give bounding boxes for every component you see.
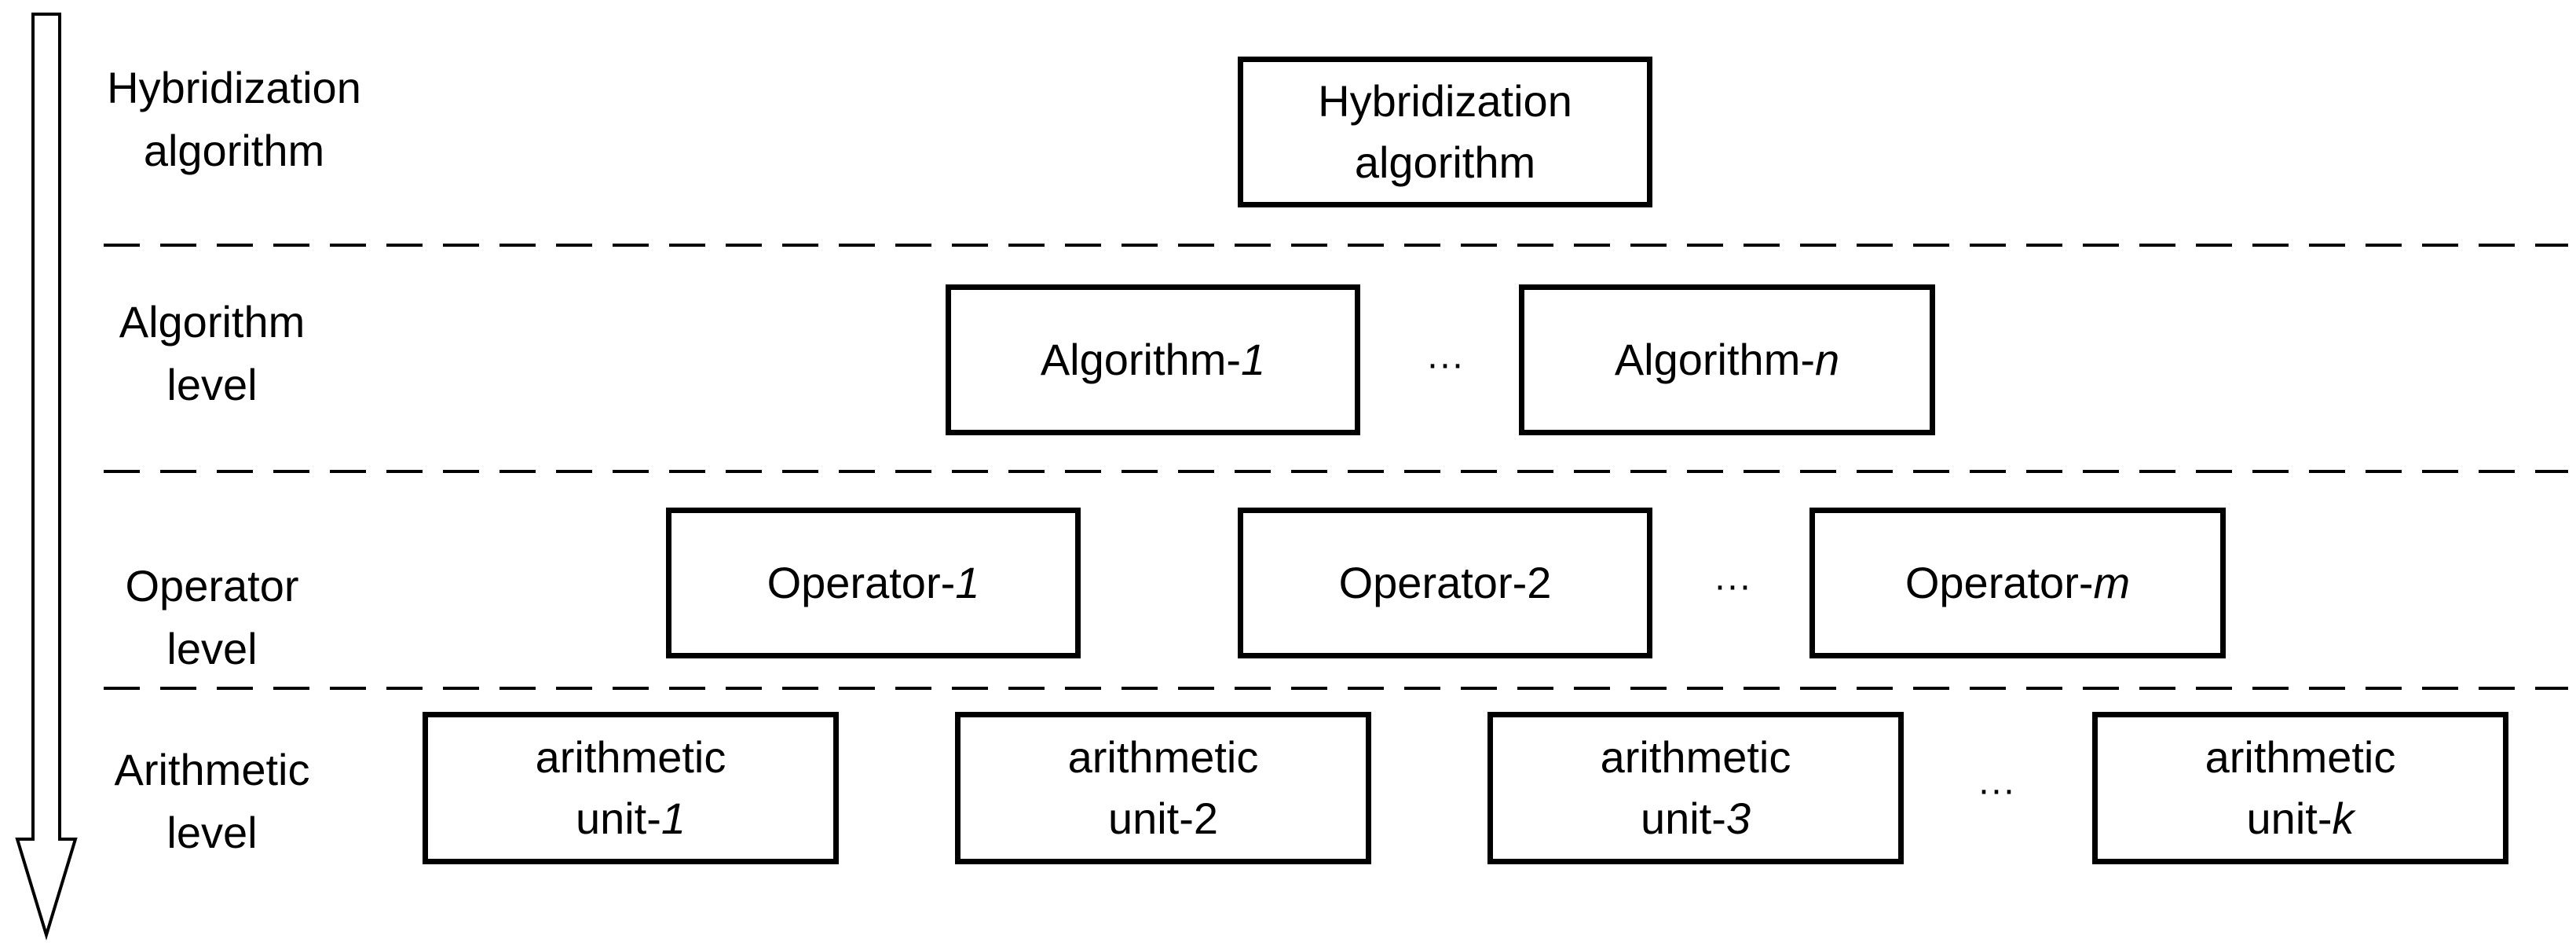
box-label-prefix: unit- <box>2246 794 2333 843</box>
box-label-index: 3 <box>1725 794 1751 843</box>
operator-1-box: Operator-1 <box>666 508 1081 658</box>
box-label: Operator-m <box>1905 552 2130 614</box>
box-label-index: 1 <box>955 558 980 607</box>
box-label: Algorithm-n <box>1615 329 1839 390</box>
box-line1: arithmetic <box>1600 732 1791 782</box>
box-label-prefix: Operator-2 <box>1338 558 1552 607</box>
level-label-line2: level <box>166 808 258 857</box>
level-label-line1: Hybridization <box>107 63 361 112</box>
box-label: Algorithm-1 <box>1041 329 1265 390</box>
level-label-line1: Algorithm <box>119 297 306 346</box>
box-line2: unit-1 <box>576 788 686 849</box>
level-label-operator: Operator level <box>31 555 393 680</box>
box-label-prefix: Algorithm- <box>1614 335 1815 384</box>
box-line1: Hybridization <box>1318 76 1572 126</box>
operator-m-box: Operator-m <box>1809 508 2226 658</box>
box-label-index: k <box>2332 794 2355 843</box>
box-label: Operator-1 <box>767 552 980 614</box>
box-label-prefix: Operator- <box>1905 558 2094 607</box>
level-label-line1: Operator <box>125 561 299 610</box>
box-label-prefix: Operator- <box>767 558 956 607</box>
algorithm-1-box: Algorithm-1 <box>946 284 1360 435</box>
box-label-index: n <box>1815 335 1840 384</box>
box-label-prefix: unit- <box>575 794 661 843</box>
box-label-prefix: unit- <box>1640 794 1726 843</box>
arithmetic-unit-1-box: arithmetic unit-1 <box>423 712 839 864</box>
box-label-index: 1 <box>660 794 686 843</box>
level-label-line2: level <box>166 624 258 673</box>
level-label-hybridization: Hybridization algorithm <box>53 57 415 182</box>
arithmetic-unit-2-box: arithmetic unit-2 <box>955 712 1371 864</box>
algorithm-ellipsis: ··· <box>1426 343 1464 385</box>
box-line2: algorithm <box>1354 138 1536 187</box>
box-line2: unit-k <box>2247 788 2355 849</box>
level-label-algorithm: Algorithm level <box>31 291 393 416</box>
box-line1: arithmetic <box>535 732 726 782</box>
level-label-arithmetic: Arithmetic level <box>31 739 393 864</box>
arithmetic-unit-3-box: arithmetic unit-3 <box>1487 712 1904 864</box>
box-line1: arithmetic <box>2205 732 2396 782</box>
box-line2: unit-2 <box>1108 788 1218 849</box>
hierarchy-down-arrow <box>15 13 78 940</box>
arithmetic-unit-k-box: arithmetic unit-k <box>2092 712 2508 864</box>
level-label-line2: algorithm <box>143 126 325 175</box>
box-label-index: 1 <box>1241 335 1266 384</box>
level-label-line2: level <box>166 360 258 409</box>
operator-2-box: Operator-2 <box>1238 508 1652 658</box>
hybridization-algorithm-box: Hybridization algorithm <box>1238 57 1652 207</box>
box-label-prefix: unit-2 <box>1107 794 1219 843</box>
box-label-index: m <box>2093 558 2131 607</box>
box-line1: arithmetic <box>1067 732 1259 782</box>
box-line2: unit-3 <box>1641 788 1751 849</box>
operator-ellipsis: ··· <box>1714 565 1751 607</box>
box-label-prefix: Algorithm- <box>1040 335 1241 384</box>
box-label: Operator-2 <box>1339 552 1552 614</box>
arithmetic-ellipsis: ··· <box>1978 769 2015 811</box>
algorithm-n-box: Algorithm-n <box>1519 284 1935 435</box>
level-label-line1: Arithmetic <box>114 745 310 794</box>
